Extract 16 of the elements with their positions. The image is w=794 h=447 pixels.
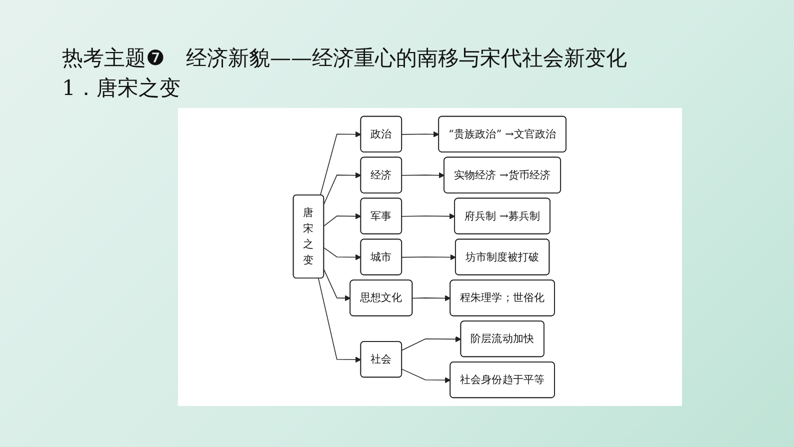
arrow [402, 172, 445, 178]
arrow [402, 336, 462, 351]
arrow [402, 213, 456, 220]
arrow [324, 269, 352, 302]
title: 热考主题❼ 经济新貌——经济重心的南移与宋代社会新变化 [62, 45, 627, 72]
arrow [402, 368, 452, 384]
arrow [324, 247, 362, 260]
arrow [324, 213, 362, 226]
arrow [320, 131, 362, 196]
arrow [402, 254, 456, 260]
diagram-panel: 唐宋之变 政治 “贵族政治” →文官政治 经济 实物经济 →货币经济 军事 府兵制 →募兵制 城市 坊市制度被打破 思想文化 程朱理学；世俗化 社会 阶层流动加快 社会身份趋于平等 [178, 108, 682, 406]
arrow [412, 295, 452, 302]
arrow [402, 131, 440, 138]
section-heading: 1．唐宋之变 [62, 75, 180, 102]
arrow [324, 172, 362, 204]
arrow [318, 278, 362, 363]
